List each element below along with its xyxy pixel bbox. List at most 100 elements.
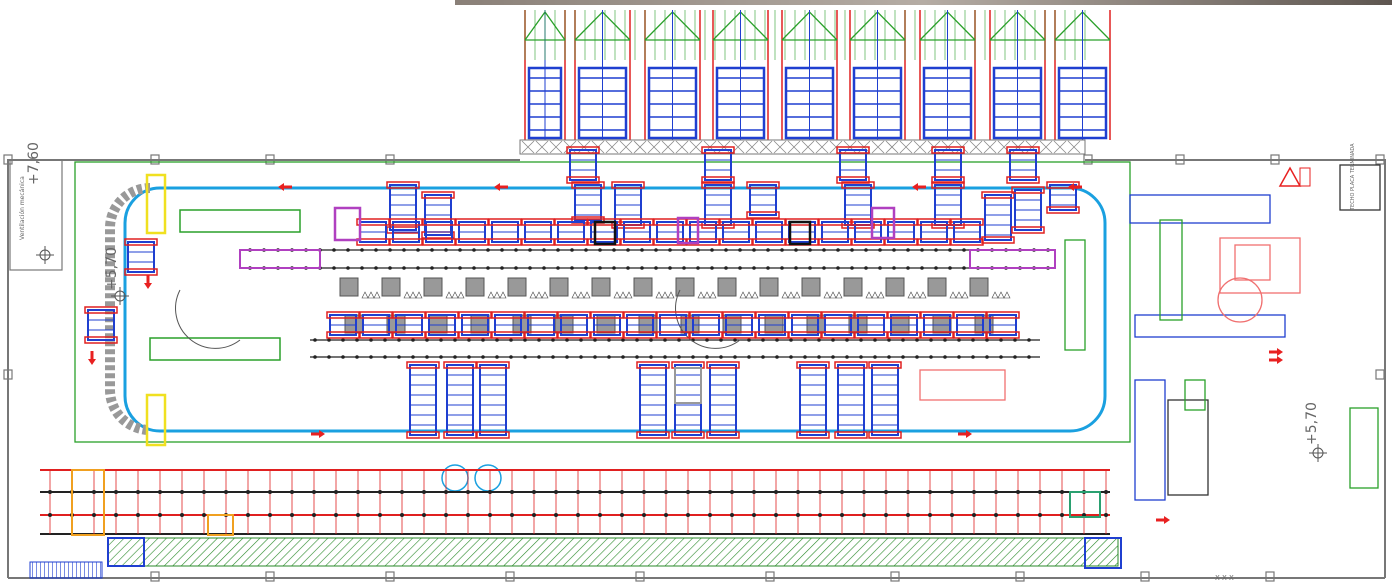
storage-cell [969, 277, 989, 297]
column [890, 571, 900, 582]
column [765, 571, 775, 582]
inner-rack-stacks [84, 146, 1080, 492]
storage-cell [927, 277, 947, 297]
blue-grille [29, 561, 103, 579]
column [1015, 571, 1025, 582]
storage-cell [801, 277, 821, 297]
direction-arrows [88, 183, 1283, 524]
storage-cell [717, 277, 737, 297]
storage-cell [843, 277, 863, 297]
storage-cell [759, 277, 779, 297]
rack-stack [127, 241, 155, 273]
transfer-car [1069, 491, 1101, 518]
storage-cell [549, 277, 569, 297]
grid-ref-label: X X X [1215, 574, 1234, 582]
bottom-conveyors [40, 469, 1110, 536]
column [265, 154, 275, 165]
rack-stack [871, 364, 899, 436]
yellow-transfer-units [145, 173, 167, 447]
structural-columns [3, 154, 1385, 582]
storage-cell [633, 277, 653, 297]
direction-arrow-icon [1068, 183, 1082, 191]
storage-cell [591, 277, 611, 297]
storage-cell [339, 277, 359, 297]
room-label: TECHO PLACA TERMINADA [1350, 143, 1356, 211]
storage-cell [465, 277, 485, 297]
pink-unit [919, 369, 1006, 401]
rack-stack [1009, 149, 1037, 181]
purple-machine [969, 249, 1056, 269]
column [1270, 154, 1280, 165]
rack-stack [409, 364, 437, 436]
elevation-label-top: +7,60 [26, 142, 42, 185]
hatched-zone [107, 537, 1119, 567]
rack-stack [639, 364, 667, 436]
storage-cell [423, 277, 443, 297]
curve-conveyor [105, 183, 151, 435]
transfer-car [71, 469, 105, 536]
direction-arrow-icon [1156, 516, 1170, 524]
elevation-label-loop: +5,70 [104, 247, 120, 290]
green-conveyor [149, 337, 281, 361]
direction-arrow-icon [1269, 356, 1283, 364]
rack-stack [839, 149, 867, 181]
direction-arrow-icon [278, 183, 292, 191]
building-walls [7, 159, 1386, 579]
rack-base-band [519, 139, 1086, 155]
top-rack-bays [524, 10, 1111, 140]
rack-stack [837, 364, 865, 436]
rack-stack [446, 364, 474, 436]
elevation-label-right: +5,70 [1304, 402, 1320, 445]
rack-stack [749, 184, 777, 216]
warning-sign-icon [1278, 166, 1311, 187]
direction-arrow-icon [311, 430, 325, 438]
rack-stack [934, 149, 962, 181]
column [150, 154, 160, 165]
column [3, 154, 13, 165]
right-machinery [1064, 164, 1381, 501]
transfer-car [207, 514, 234, 536]
column [1375, 369, 1385, 380]
rack-stack [569, 149, 597, 181]
rack-stack [709, 364, 737, 436]
rack-stack [799, 364, 827, 436]
column [385, 571, 395, 582]
column [635, 571, 645, 582]
rack-stack [704, 149, 732, 181]
column [1175, 154, 1185, 165]
turntable [474, 464, 502, 492]
photo-strip [455, 0, 1392, 5]
column [1140, 571, 1150, 582]
rack-stack [389, 184, 417, 231]
column [1265, 571, 1275, 582]
rack-base-crosses [521, 140, 1081, 154]
column [1083, 154, 1093, 165]
line-rollers [248, 248, 1050, 359]
rack-stack [984, 194, 1012, 241]
column [3, 369, 13, 380]
purple-machine [239, 249, 321, 269]
direction-arrow-icon [958, 430, 972, 438]
column [1375, 154, 1385, 165]
column [150, 571, 160, 582]
storage-cell [381, 277, 401, 297]
direction-arrow-icon [912, 183, 926, 191]
rack-stack [1049, 184, 1077, 211]
direction-arrow-icon [494, 183, 508, 191]
storage-cell [885, 277, 905, 297]
storage-cell [675, 277, 695, 297]
column [505, 571, 515, 582]
rack-stack [479, 364, 507, 436]
sidebar-note: Ventilación mecánica [19, 176, 26, 240]
column [385, 154, 395, 165]
green-boundary [74, 161, 1131, 443]
rack-stack [87, 309, 115, 341]
column [265, 571, 275, 582]
direction-arrow-icon [88, 351, 96, 365]
direction-arrow-icon [144, 275, 152, 289]
transport-lines [240, 249, 1055, 358]
elevation-marker-icon [36, 246, 1327, 462]
green-conveyor [179, 209, 301, 233]
direction-arrow-icon [1269, 348, 1283, 356]
